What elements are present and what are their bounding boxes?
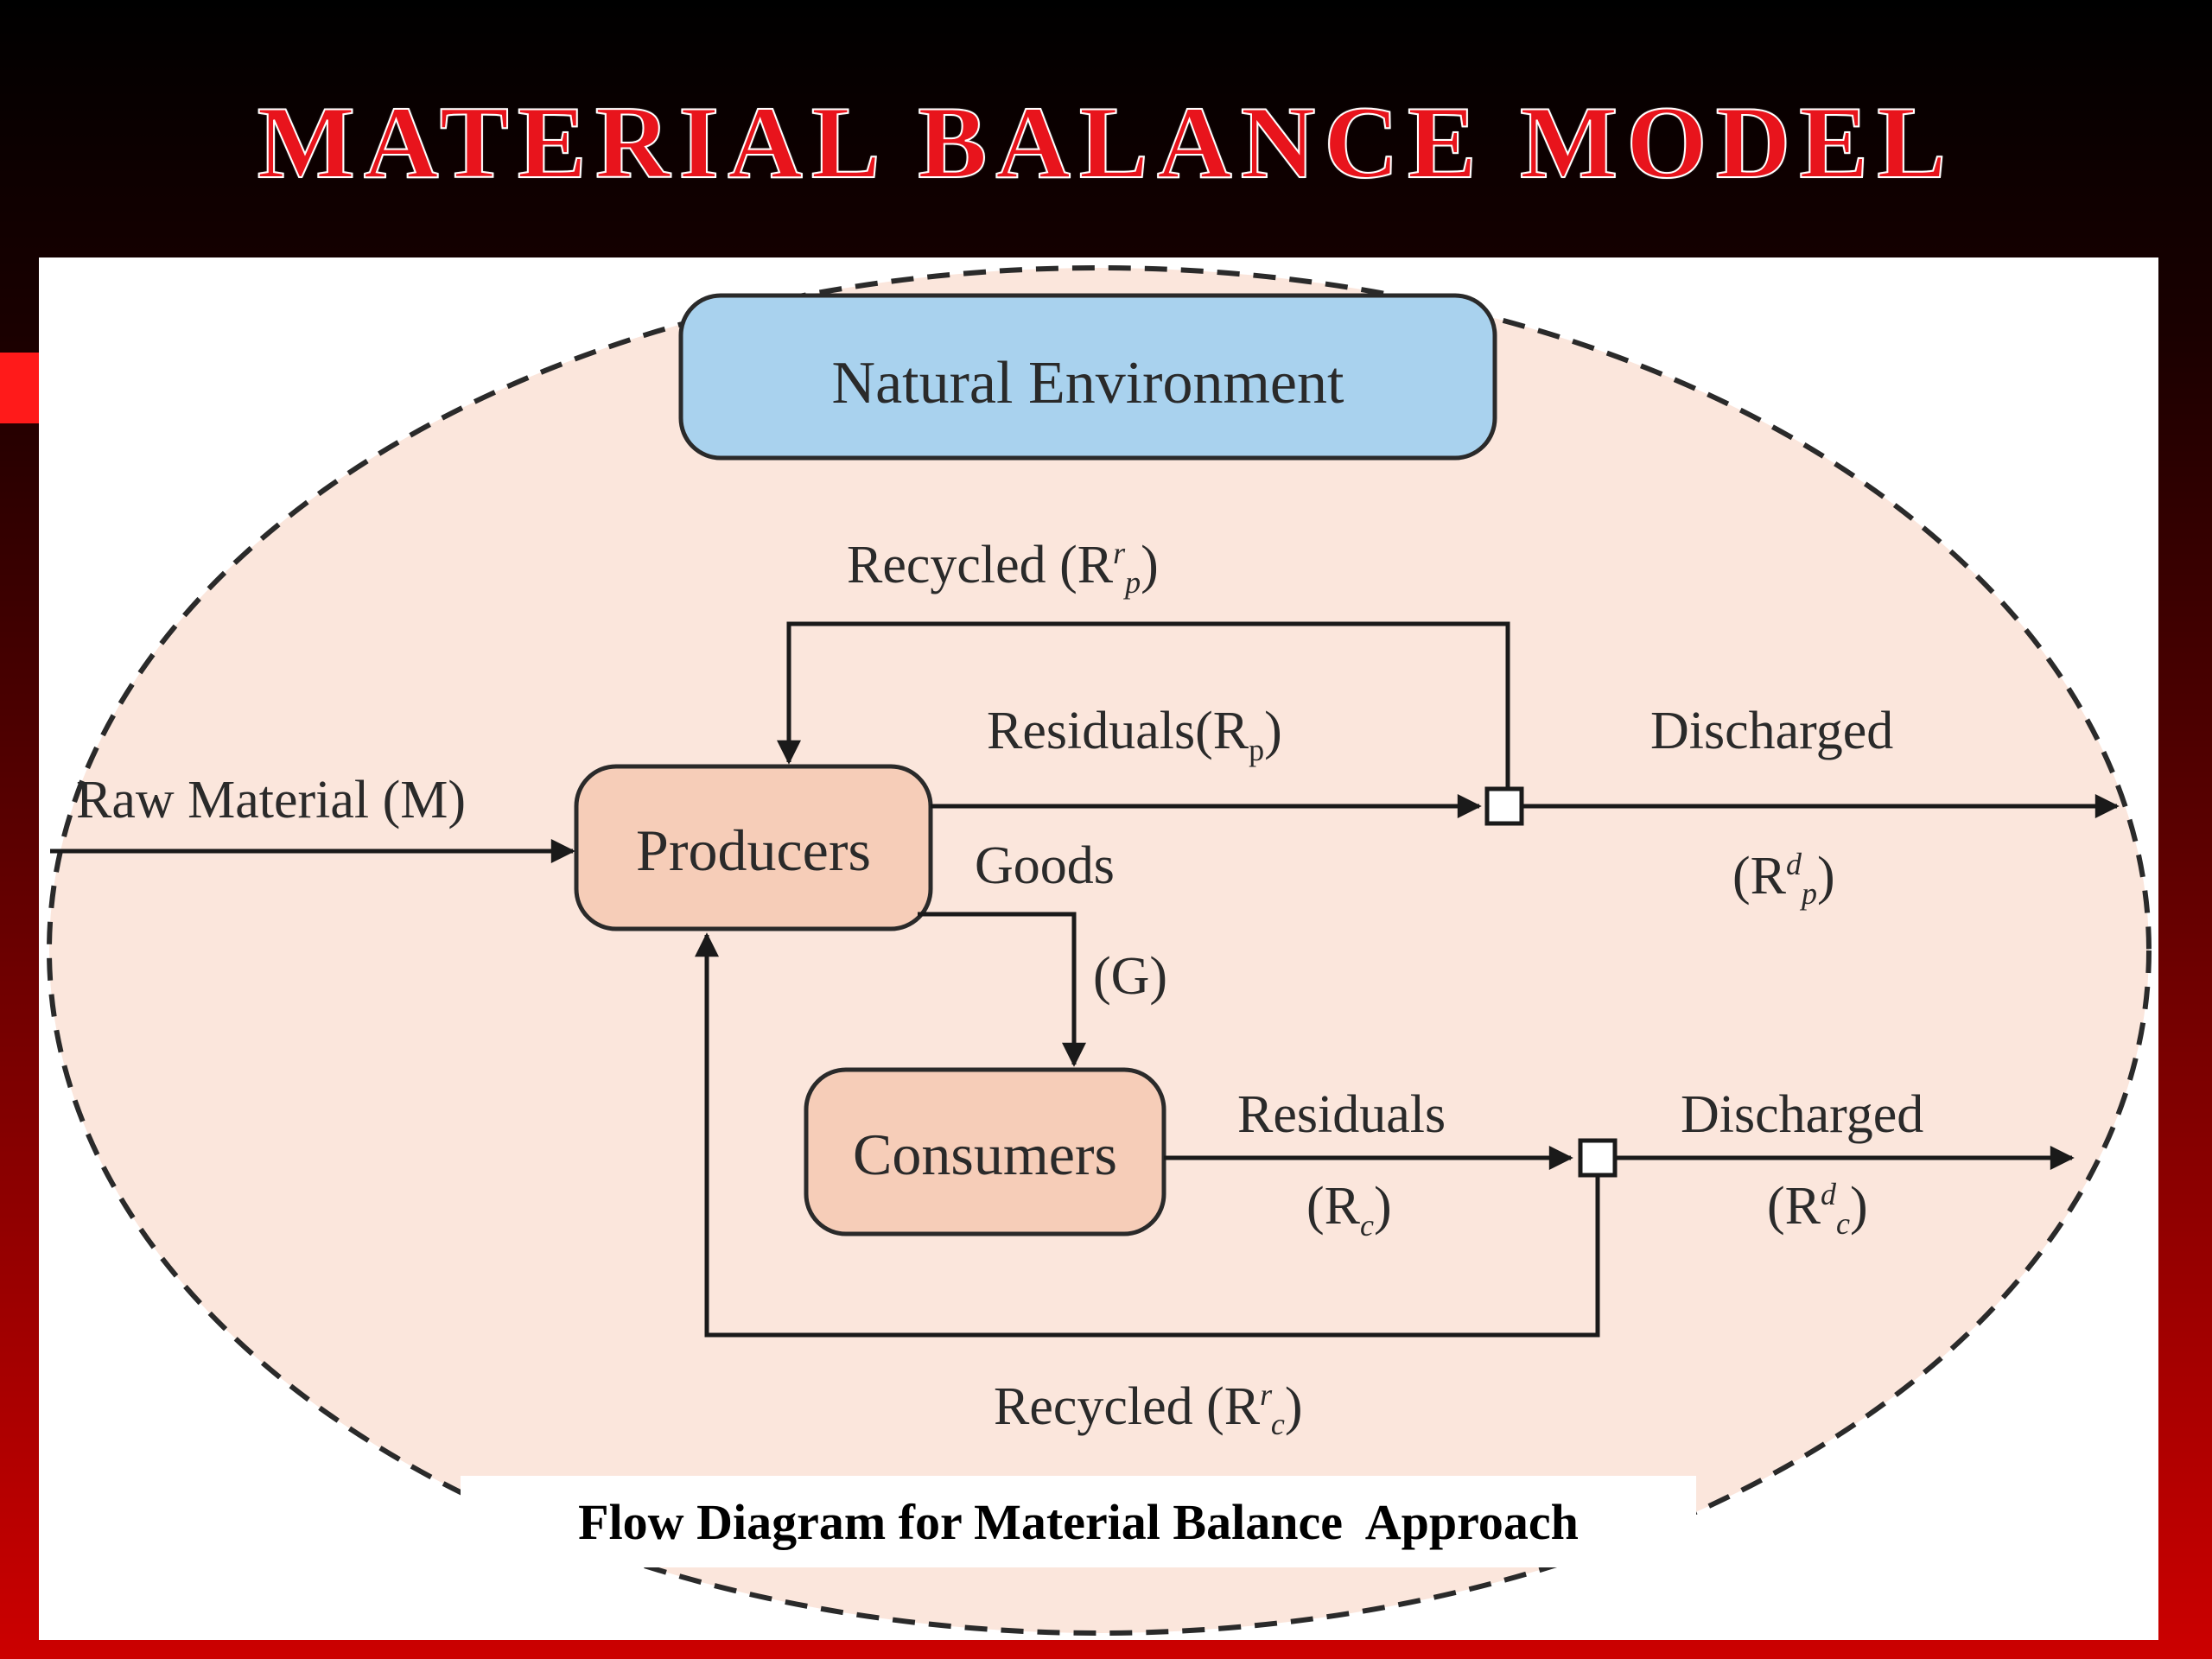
producers-residuals-label: Residuals(Rp) [987,702,1282,767]
consumers-discharged-label: Discharged [1681,1085,1923,1144]
consumers-node [804,1067,1166,1236]
raw-material-label: Raw Material (M) [76,771,466,830]
consumers-recycled-label: Recycled (Rrc) [994,1377,1302,1441]
consumers-label: Consumers [853,1122,1117,1187]
goods-label: Goods [975,836,1115,895]
goods-symbol: (G) [1093,947,1167,1006]
consumers-discharged-symbol: (Rdc) [1767,1177,1868,1241]
environment-boundary [47,265,2152,1636]
producers-recycled-loop [777,621,1510,789]
producers-node [574,764,933,931]
consumers-residuals-symbol: (Rc) [1306,1177,1392,1243]
slide-title: MATERIAL BALANCE MODEL [257,85,1955,200]
producers-label: Producers [636,817,871,883]
consumers-recycled-loop [695,932,1600,1338]
consumers-junction [1578,1138,1618,1178]
producers-discharged-symbol: (Rdp) [1732,847,1835,911]
producers-discharged-label: Discharged [1650,702,1893,760]
red-accent-bar [0,353,40,423]
caption-box [461,1476,1696,1567]
diagram-caption: Flow Diagram for Material Balance Approa… [578,1493,1579,1550]
natural-environment-label: Natural Environment [832,350,1344,416]
natural-environment-box [678,293,1497,461]
producers-recycled-label: Recycled (Rrp) [847,536,1159,600]
consumers-residuals-label: Residuals [1237,1085,1446,1144]
producers-junction [1484,786,1524,826]
goods-arrow [918,912,1086,1067]
